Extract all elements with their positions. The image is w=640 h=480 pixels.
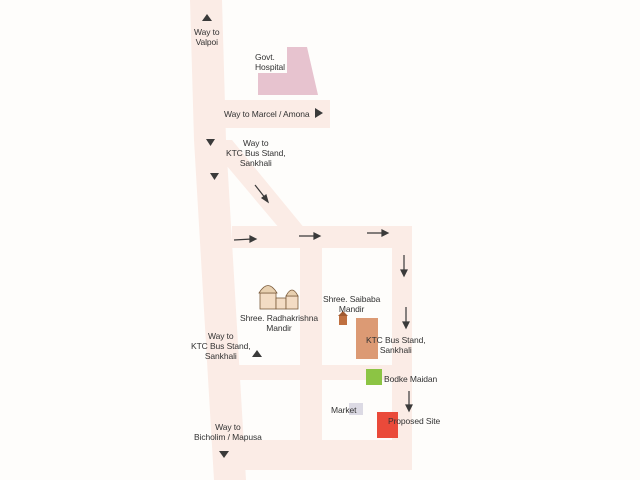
ktc-bus-stand-label: KTC Bus Stand,Sankhali — [366, 335, 426, 355]
temple-icon — [258, 285, 299, 310]
triangle-right-icon — [315, 108, 323, 118]
main-road — [190, 0, 246, 480]
triangle-up-icon — [202, 14, 212, 21]
marcel-road — [205, 100, 330, 128]
right-road — [392, 226, 412, 470]
bodke-maidan-label: Bodke Maidan — [384, 374, 438, 384]
proposed-site-label: Proposed Site — [388, 416, 441, 426]
proposed-site-block — [377, 412, 398, 438]
ktc-bus-stand-block — [356, 318, 378, 359]
triangle-down-icon — [210, 173, 219, 180]
triangle-down-icon — [219, 451, 229, 458]
inner-road — [300, 240, 322, 470]
hospital-block — [258, 47, 318, 95]
triangle-down-icon — [206, 139, 215, 146]
shrine-icon — [338, 311, 348, 325]
triangle-up-icon — [252, 350, 262, 357]
market-label: Market — [331, 405, 357, 415]
horizontal-road — [232, 226, 408, 248]
bodke-maidan-block — [366, 369, 382, 385]
lower-cross-road — [214, 365, 412, 380]
market-block — [349, 403, 363, 415]
hospital-label: Govt.Hospital — [255, 52, 285, 72]
bottom-road — [214, 440, 412, 470]
marcel-label: Way to Marcel / Amona — [224, 109, 310, 119]
